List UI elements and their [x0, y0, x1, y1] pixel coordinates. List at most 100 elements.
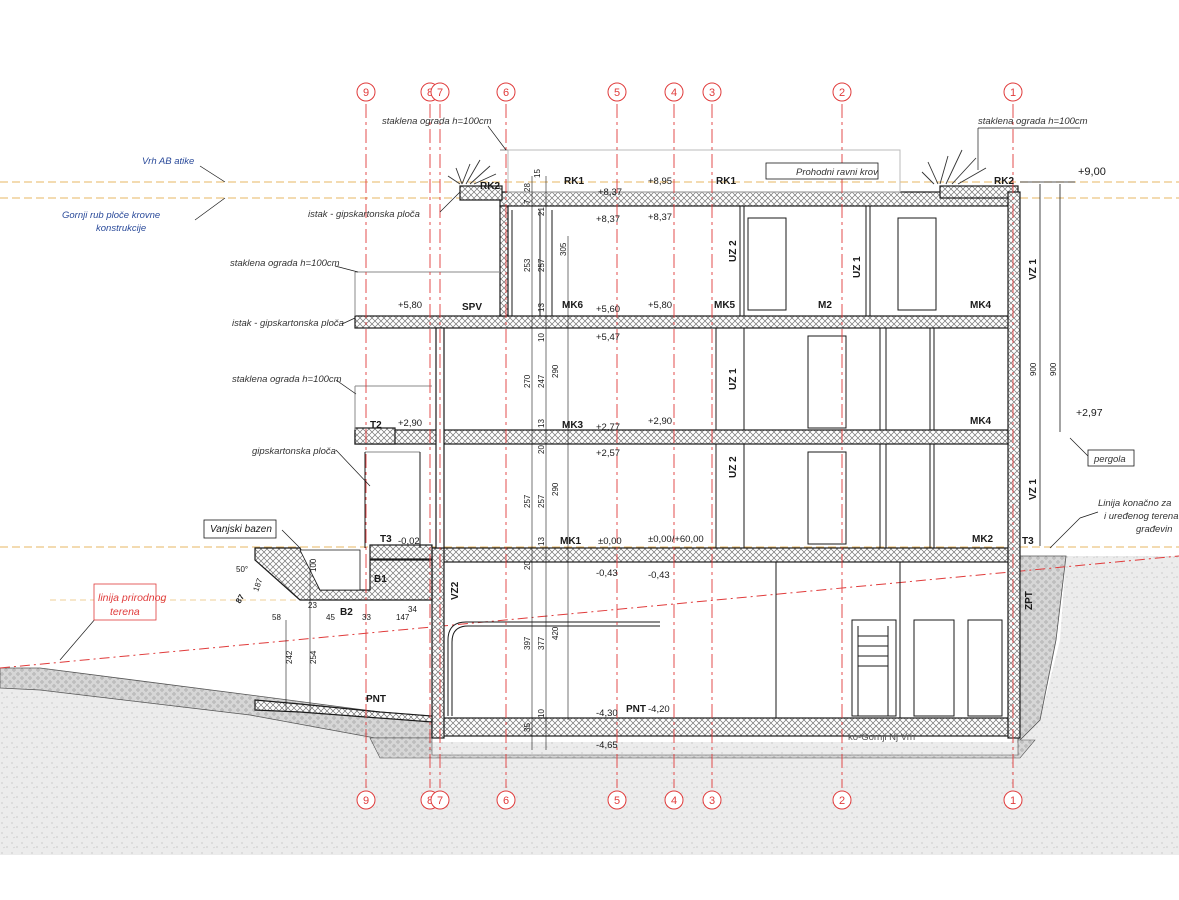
label-uz2-mid: UZ 2 [728, 456, 739, 478]
elev-roof-below-a: +8,37 [596, 214, 620, 225]
elev-pnt-b: -4,20 [648, 704, 670, 715]
grid-label-8-top: 8 [427, 87, 433, 99]
callout-linija-prirodnog-1: linija prirodnog [98, 592, 166, 604]
label-uz2-top: UZ 2 [728, 240, 739, 262]
grid-bubble-1-bottom [1003, 790, 1023, 810]
callout-linija-prirodnog-2: terena [110, 606, 140, 618]
dim-257b: 257 [523, 494, 532, 508]
dim-45: 45 [326, 613, 335, 622]
callout-staklena-top: staklena ograda h=100cm [382, 116, 492, 127]
label-b1: B1 [374, 574, 387, 585]
callout-linija-konacne-1: Linija konačno za [1098, 498, 1171, 509]
slab-basement [431, 717, 1019, 737]
elev-l2-left: +2,90 [398, 418, 422, 429]
structure [254, 185, 1021, 739]
interiors [354, 149, 1003, 718]
elev-l2-right: +2,90 [648, 416, 672, 427]
elev-l1-mid: ±0,00 [598, 536, 622, 547]
elev-l3-right: +5,80 [648, 300, 672, 311]
grid-label-9-bottom: 9 [363, 795, 369, 807]
label-mk4-top: MK4 [970, 300, 992, 311]
dim-50deg: 50° [236, 565, 248, 574]
dim-257c: 257 [537, 494, 546, 508]
callout-istak-top: istak - gipskartonska ploča [308, 209, 420, 220]
door-base-2 [913, 619, 955, 717]
wall-top-left [499, 205, 509, 317]
dim-100: 100 [309, 558, 318, 572]
callout-linija-konacne-3: građevin [1136, 524, 1172, 535]
elev-bottom-label: ko-Gornji Nj Vrh [848, 732, 915, 743]
callout-linija-konacne-2: i uređenog terena [1104, 511, 1178, 522]
grid-label-7-bottom: 7 [437, 795, 443, 807]
grid-label-3-bottom: 3 [709, 795, 715, 807]
dim-13b: 13 [537, 419, 546, 428]
grid-label-6-top: 6 [503, 87, 509, 99]
elev-pergola: +2,97 [1076, 407, 1103, 419]
dim-10b: 10 [537, 709, 546, 718]
elev-l1-right: ±0,00/+60,00 [648, 534, 704, 545]
label-spv: SPV [462, 302, 482, 313]
elev-bottom: -4,65 [596, 740, 618, 751]
elev-roof-rk1: +8,37 [598, 187, 622, 198]
dimension-labels: 15 28 7 21 253 257 305 13 10 270 247 290… [234, 169, 1058, 732]
dim-290a: 290 [551, 364, 560, 378]
roof-parapet-right [939, 185, 1019, 199]
grid-label-1-top: 1 [1010, 87, 1016, 99]
callout-staklena-right: staklena ograda h=100cm [978, 116, 1088, 127]
terrain [0, 181, 1179, 855]
dim-33: 33 [362, 613, 371, 622]
dim-23: 23 [308, 601, 317, 610]
slab-level-3 [354, 315, 1019, 329]
label-mk5: MK5 [714, 300, 736, 311]
dim-chain [285, 176, 569, 750]
grid-bubble-1-top [1003, 82, 1023, 102]
dim-397: 397 [523, 636, 532, 650]
elev-l0-b: -0,43 [648, 570, 670, 581]
door-top-1 [747, 217, 787, 311]
label-zpt: ZPT [1024, 591, 1035, 610]
retaining-wall-base [254, 699, 433, 723]
door-base-1 [851, 619, 897, 717]
grid-bubble-4-bottom [664, 790, 684, 810]
dim-253: 253 [523, 258, 532, 272]
grid-label-2-bottom: 2 [839, 795, 845, 807]
slab-level-1 [431, 547, 1019, 563]
foundation-gravel [369, 737, 1036, 759]
label-m2: M2 [818, 300, 832, 311]
callout-texts: Vrh AB atike Gornji rub ploče krovne kon… [62, 116, 1178, 618]
dim-377: 377 [537, 636, 546, 650]
label-rk1-a: RK1 [564, 176, 584, 187]
grid-bubble-3-bottom [702, 790, 722, 810]
grid-label-2-top: 2 [839, 87, 845, 99]
dim-13c: 13 [537, 537, 546, 546]
door-low-1 [807, 451, 847, 545]
grid-label-4-top: 4 [671, 87, 677, 99]
label-rk1-b: RK1 [716, 176, 736, 187]
label-mk2: MK2 [972, 534, 994, 545]
dim-13a: 13 [537, 303, 546, 312]
door-top-2 [897, 217, 937, 311]
label-rk2-right: RK2 [994, 176, 1014, 187]
elev-t3: -0,02 [398, 536, 420, 547]
pool-water [299, 549, 361, 591]
label-mk6: MK6 [562, 300, 584, 311]
terrace-t2 [354, 427, 396, 445]
label-mk3: MK3 [562, 420, 584, 431]
label-rk2-left: RK2 [480, 181, 500, 192]
dim-247: 247 [537, 374, 546, 388]
dim-15: 15 [533, 169, 542, 178]
label-uz1-mid: UZ 1 [728, 368, 739, 390]
dim-10a: 10 [537, 333, 546, 342]
elev-l3-below: +5,47 [596, 332, 620, 343]
grid-label-6-bottom: 6 [503, 795, 509, 807]
grid-label-7-top: 7 [437, 87, 443, 99]
wall-basement-left [431, 547, 445, 739]
label-mk1: MK1 [560, 536, 582, 547]
dim-20a: 20 [537, 445, 546, 454]
room-labels: RK2 RK1 RK1 RK2 SPV MK6 MK5 M2 MK4 T2 MK… [340, 176, 1039, 715]
grid-label-5-bottom: 5 [614, 795, 620, 807]
dim-420: 420 [551, 626, 560, 640]
elev-l2-mid: +2,77 [596, 422, 620, 433]
